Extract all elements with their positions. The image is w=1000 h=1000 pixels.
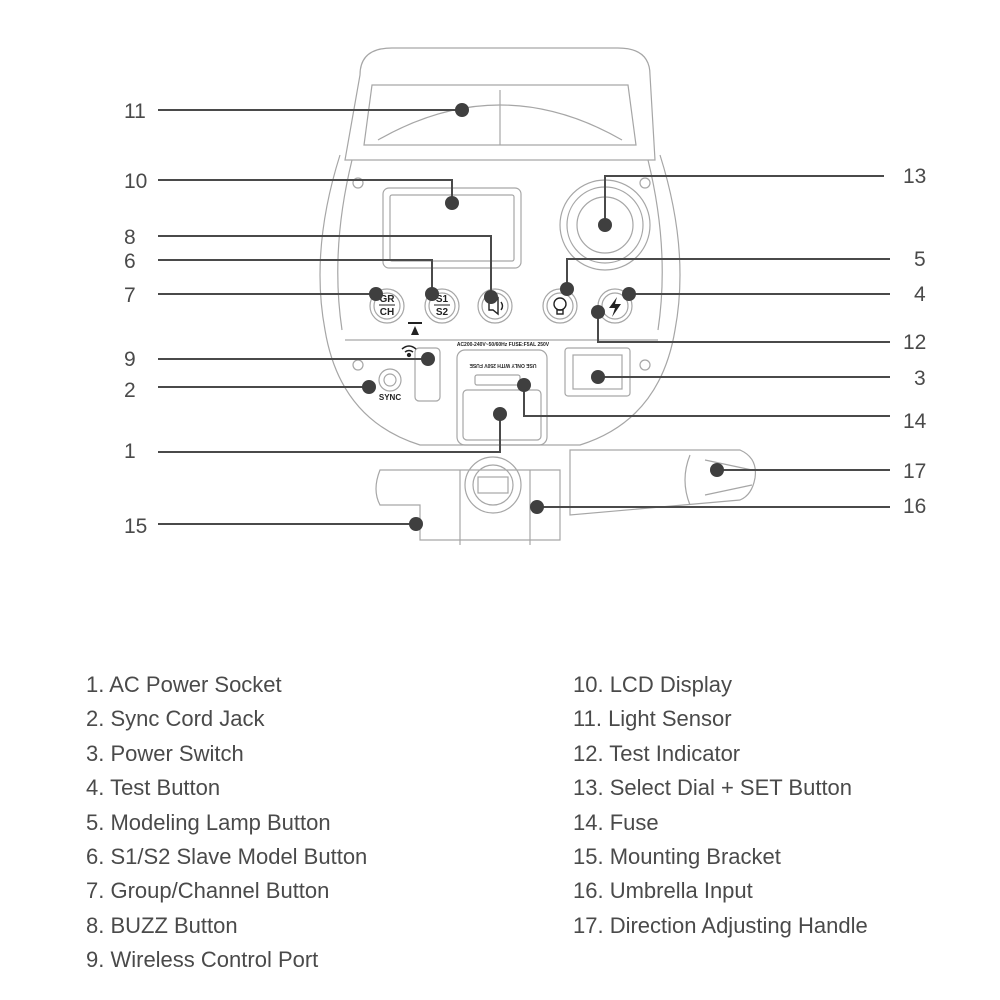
callout-number-11: 11	[124, 100, 146, 123]
legend-item: 5. Modeling Lamp Button	[86, 809, 331, 835]
s2-label: S2	[436, 307, 449, 318]
device-illustration: GR CH S1 S2 SYNC AC200-240V~50/60Hz FUSE…	[158, 47, 890, 545]
wireless-port[interactable]	[414, 347, 441, 402]
leader-8	[158, 235, 492, 297]
dot-12	[591, 305, 605, 319]
callout-number-1: 1	[124, 440, 136, 463]
callout-number-15: 15	[124, 515, 148, 538]
legend-item: 11. Light Sensor	[573, 706, 732, 732]
callout-number-17: 17	[903, 460, 927, 483]
flash-bolt-icon	[609, 297, 621, 317]
sync-jack[interactable]	[378, 368, 402, 392]
leader-lines	[158, 109, 890, 525]
legend-item: 6. S1/S2 Slave Model Button	[86, 843, 368, 869]
leader-12	[597, 312, 890, 343]
legend-item: 8. BUZZ Button	[86, 912, 238, 938]
dot-7	[369, 287, 383, 301]
legend-item: 12. Test Indicator	[573, 740, 741, 766]
dot-3	[591, 370, 605, 384]
dot-2	[362, 380, 376, 394]
callout-number-14: 14	[903, 410, 927, 433]
bulb-icon	[553, 297, 567, 315]
fuse-note-label: USE ONLY WITH 250V FUSE	[469, 362, 537, 368]
ac-socket-housing	[456, 349, 548, 446]
power-switch[interactable]	[564, 347, 631, 397]
antenna-icon	[408, 322, 422, 335]
dot-6	[425, 287, 439, 301]
dot-13	[598, 218, 612, 232]
callout-number-9: 9	[124, 348, 136, 371]
sync-label: SYNC	[379, 393, 401, 402]
leader-1	[158, 414, 501, 453]
dot-14	[517, 378, 531, 392]
dot-4	[622, 287, 636, 301]
legend-item: 15. Mounting Bracket	[573, 843, 781, 869]
legend-item: 13. Select Dial + SET Button	[573, 775, 853, 801]
legend-item: 10. LCD Display	[573, 672, 732, 697]
callout-number-7: 7	[124, 284, 136, 307]
callout-number-6: 6	[124, 250, 136, 273]
ch-label: CH	[380, 307, 394, 318]
leader-10	[158, 179, 453, 202]
callout-number-5: 5	[914, 248, 926, 271]
power-rating-label: AC200-240V~50/60Hz FUSE:F5AL 250V	[457, 342, 550, 348]
legend-item: 9. Wireless Control Port	[86, 947, 319, 973]
leader-13	[604, 175, 884, 224]
leader-5	[566, 258, 890, 289]
direction-handle[interactable]	[569, 449, 757, 516]
dot-17	[710, 463, 724, 477]
legend-left-column: 1. AC Power Socket 2. Sync Cord Jack 3. …	[86, 668, 367, 978]
callout-number-8: 8	[124, 226, 136, 249]
modeling-lamp-button[interactable]	[542, 288, 578, 324]
callout-number-12: 12	[903, 331, 927, 354]
legend-item: 14. Fuse	[573, 809, 659, 835]
legend-item: 4. Test Button	[86, 775, 221, 801]
dot-11	[455, 103, 469, 117]
buzz-button[interactable]	[477, 288, 513, 324]
legend-item: 16. Umbrella Input	[573, 878, 753, 904]
gr-label: GR	[380, 294, 396, 305]
dot-15	[409, 517, 423, 531]
dot-8	[484, 290, 498, 304]
callout-dots	[362, 103, 724, 531]
dot-16	[530, 500, 544, 514]
legend-item: 1. AC Power Socket	[86, 672, 282, 697]
callout-number-16: 16	[903, 495, 927, 518]
callout-number-4: 4	[914, 283, 926, 306]
legend-right-column: 10. LCD Display 11. Light Sensor 12. Tes…	[573, 668, 868, 943]
dot-1	[493, 407, 507, 421]
dot-9	[421, 352, 435, 366]
leader-14	[523, 385, 890, 417]
legend-item: 2. Sync Cord Jack	[86, 706, 265, 732]
device-diagram: GR CH S1 S2 SYNC AC200-240V~50/60Hz FUSE…	[124, 47, 927, 545]
dot-10	[445, 196, 459, 210]
legend-item: 17. Direction Adjusting Handle	[573, 912, 868, 938]
dot-5	[560, 282, 574, 296]
callout-number-10: 10	[124, 170, 148, 193]
callout-number-3: 3	[914, 367, 926, 390]
callout-number-13: 13	[903, 165, 927, 188]
legend-item: 7. Group/Channel Button	[86, 878, 330, 904]
top-handle	[344, 47, 656, 161]
callout-number-2: 2	[124, 379, 136, 402]
fuse-holder[interactable]	[474, 374, 521, 386]
s1-label: S1	[436, 294, 449, 305]
s1-s2-button[interactable]	[424, 288, 460, 324]
group-channel-button[interactable]	[369, 288, 405, 324]
leader-6	[158, 259, 433, 294]
legend-item: 3. Power Switch	[86, 740, 244, 766]
wifi-icon	[401, 345, 417, 358]
mounting-bracket	[375, 469, 561, 541]
